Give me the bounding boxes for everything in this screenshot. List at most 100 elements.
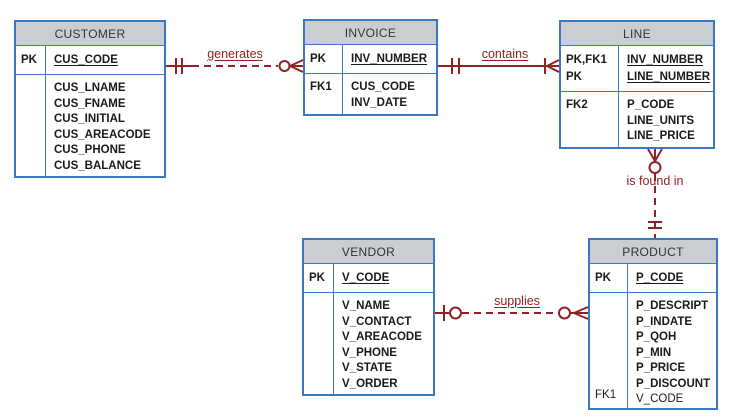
attribute-section: CUS_LNAME CUS_FNAME CUS_INITIAL CUS_AREACOD… (16, 75, 164, 176)
cardinality-one-and-only-one (451, 58, 460, 74)
attribute-p_qoh: P_QOH (636, 331, 677, 343)
attribute-v_name: V_NAME (342, 300, 390, 312)
key-label: PK (566, 71, 582, 83)
key-column: FK1 (590, 293, 628, 408)
cardinality-crow-foot (570, 306, 589, 320)
attribute-v_phone: V_PHONE (342, 346, 397, 359)
attribute-cus_fname: CUS_FNAME (54, 97, 126, 110)
field-column: P_CODE LINE_UNITS LINE_PRICE (619, 92, 713, 147)
key-column: PK (16, 46, 46, 74)
attribute-v_contact: V_CONTACT (342, 315, 412, 328)
attribute-p_code: P_CODE (627, 99, 675, 111)
attribute-p_discount: P_DISCOUNT (636, 377, 711, 390)
key-column: PK (304, 264, 334, 292)
entity-product[interactable]: PRODUCT PK P_CODE FK1 P_DESCRIPT P_INDATE P_Q… (588, 238, 718, 410)
attribute-cus_lname: CUS_LNAME (54, 82, 126, 94)
key-label: PK,FK1 (566, 54, 607, 66)
cardinality-zero-circle (278, 60, 291, 72)
key-column (16, 75, 46, 176)
attribute-v_order: V_ORDER (342, 377, 398, 390)
key-label: FK1 (310, 81, 332, 93)
key-section: PK P_CODE (590, 264, 716, 293)
attribute-section: FK2 P_CODE LINE_UNITS LINE_PRICE (561, 92, 713, 147)
attribute-v_code: V_CODE (342, 272, 390, 284)
relationship-label-contains[interactable]: contains (481, 47, 529, 61)
entity-title-product: PRODUCT (590, 240, 716, 264)
attribute-cus_areacode: CUS_AREACODE (54, 128, 151, 141)
cardinality-crow-foot (647, 148, 663, 162)
attribute-inv_date: INV_DATE (351, 96, 408, 109)
key-label: PK (310, 53, 326, 65)
attribute-line_number: LINE_NUMBER (627, 71, 711, 83)
key-label: PK (21, 54, 37, 66)
entity-rows: PK V_CODE V_NAME V_CONTACT V_AREACODE V_PHONE… (304, 264, 433, 394)
entity-rows: PK INV_NUMBER FK1 CUS_CODE INV_DATE (305, 45, 436, 114)
cardinality-one-and-only-one (175, 58, 183, 74)
field-column: P_DESCRIPT P_INDATE P_QOH P_MIN P_PRICE P_DIS… (628, 293, 716, 408)
cardinality-zero-circle (648, 161, 662, 174)
attribute-p_indate: P_INDATE (636, 315, 693, 328)
relationship-supplies-line[interactable] (435, 305, 589, 321)
attribute-section: V_NAME V_CONTACT V_AREACODE V_PHONE V_STATE V… (304, 293, 433, 394)
key-column: PK (590, 264, 628, 292)
entity-title-invoice: INVOICE (305, 21, 436, 45)
cardinality-zero-circle (449, 306, 462, 320)
field-column: CUS_CODE (46, 46, 164, 74)
attribute-v_state: V_STATE (342, 362, 393, 374)
attribute-line_price: LINE_PRICE (627, 130, 695, 142)
field-column: CUS_CODE INV_DATE (343, 74, 436, 114)
key-column: FK2 (561, 92, 619, 147)
cardinality-crow-foot (289, 59, 304, 73)
entity-title-customer: CUSTOMER (16, 22, 164, 46)
entity-title-line: LINE (561, 22, 713, 46)
field-column: INV_NUMBER (343, 45, 436, 73)
relationship-is-found-in-line[interactable] (647, 148, 663, 238)
attribute-cus_code: CUS_CODE (351, 81, 415, 93)
key-section: PK V_CODE (304, 264, 433, 293)
key-section: PK INV_NUMBER (305, 45, 436, 74)
attribute-p_descript: P_DESCRIPT (636, 300, 709, 312)
relationship-label-is-found-in[interactable]: is found in (626, 174, 684, 188)
attribute-cus_initial: CUS_INITIAL (54, 113, 125, 125)
relationship-generates-line[interactable] (166, 58, 304, 74)
field-column: V_CODE (334, 264, 433, 292)
key-label: PK (309, 272, 325, 284)
key-label: FK1 (595, 388, 617, 401)
entity-title-vendor: VENDOR (304, 240, 433, 264)
attribute-p_price: P_PRICE (636, 362, 686, 374)
field-column: CUS_LNAME CUS_FNAME CUS_INITIAL CUS_AREACOD… (46, 75, 164, 176)
relationship-contains-line[interactable] (438, 58, 560, 74)
field-column: V_NAME V_CONTACT V_AREACODE V_PHONE V_STATE V… (334, 293, 433, 394)
relationship-label-generates[interactable]: generates (207, 47, 263, 61)
attribute-p_min: P_MIN (636, 346, 672, 359)
field-column: INV_NUMBER LINE_NUMBER (619, 46, 713, 91)
attribute-p_code: P_CODE (636, 272, 684, 284)
cardinality-crow-foot (546, 59, 560, 73)
attribute-cus_phone: CUS_PHONE (54, 144, 126, 156)
attribute-section: FK1 CUS_CODE INV_DATE (305, 74, 436, 114)
attribute-cus_balance: CUS_BALANCE (54, 159, 141, 172)
key-column (304, 293, 334, 394)
key-label: FK2 (566, 99, 588, 111)
key-section: PK CUS_CODE (16, 46, 164, 75)
attribute-v_areacode: V_AREACODE (342, 331, 422, 343)
key-column: FK1 (305, 74, 343, 114)
attribute-inv_number: INV_NUMBER (627, 54, 704, 66)
key-label: PK (595, 272, 611, 284)
entity-vendor[interactable]: VENDOR PK V_CODE V_NAME V_CONTACT V_AREACODE… (302, 238, 435, 396)
relationship-label-supplies[interactable]: supplies (494, 294, 540, 308)
cardinality-zero-circle (558, 306, 571, 320)
attribute-inv_number: INV_NUMBER (351, 53, 428, 65)
attribute-line_units: LINE_UNITS (627, 114, 695, 127)
cardinality-one-and-only-one (648, 221, 662, 229)
entity-invoice[interactable]: INVOICE PK INV_NUMBER FK1 CUS_CODE INV_DATE (303, 19, 438, 116)
